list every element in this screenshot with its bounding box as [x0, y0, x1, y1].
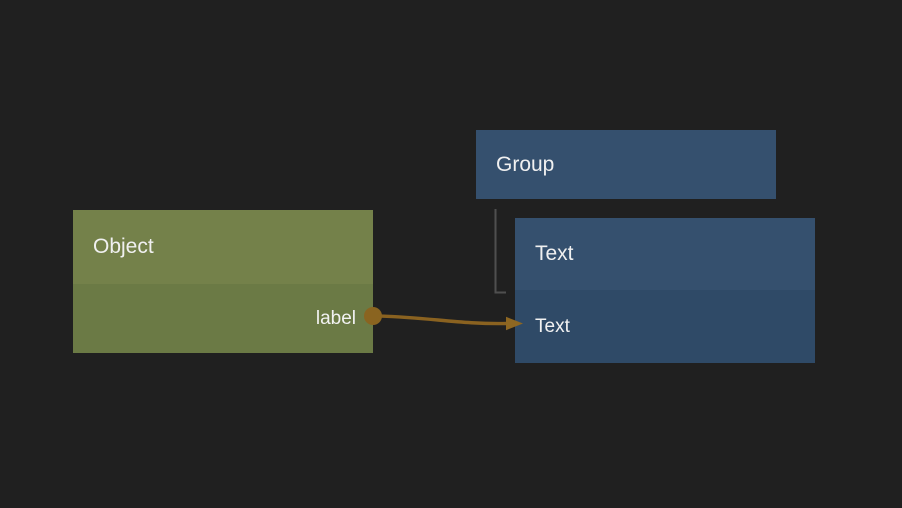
output-port-label: label: [315, 307, 356, 329]
node-group-header[interactable]: Group: [476, 130, 776, 199]
node-text-title: Text: [535, 242, 574, 265]
node-group-title: Group: [496, 152, 555, 176]
node-text-row-label: Text: [535, 315, 570, 337]
node-text[interactable]: Text Text: [515, 218, 815, 363]
connection-wire[interactable]: [364, 307, 523, 331]
node-text-content-row[interactable]: Text: [515, 290, 815, 363]
node-object-output-row[interactable]: label: [73, 284, 373, 353]
node-text-header[interactable]: Text: [515, 218, 815, 290]
node-group[interactable]: Group: [476, 130, 776, 199]
node-object[interactable]: Object label: [73, 210, 373, 353]
hierarchy-connector: [494, 209, 506, 294]
node-object-header[interactable]: Object: [73, 210, 373, 284]
node-object-title: Object: [93, 235, 154, 258]
